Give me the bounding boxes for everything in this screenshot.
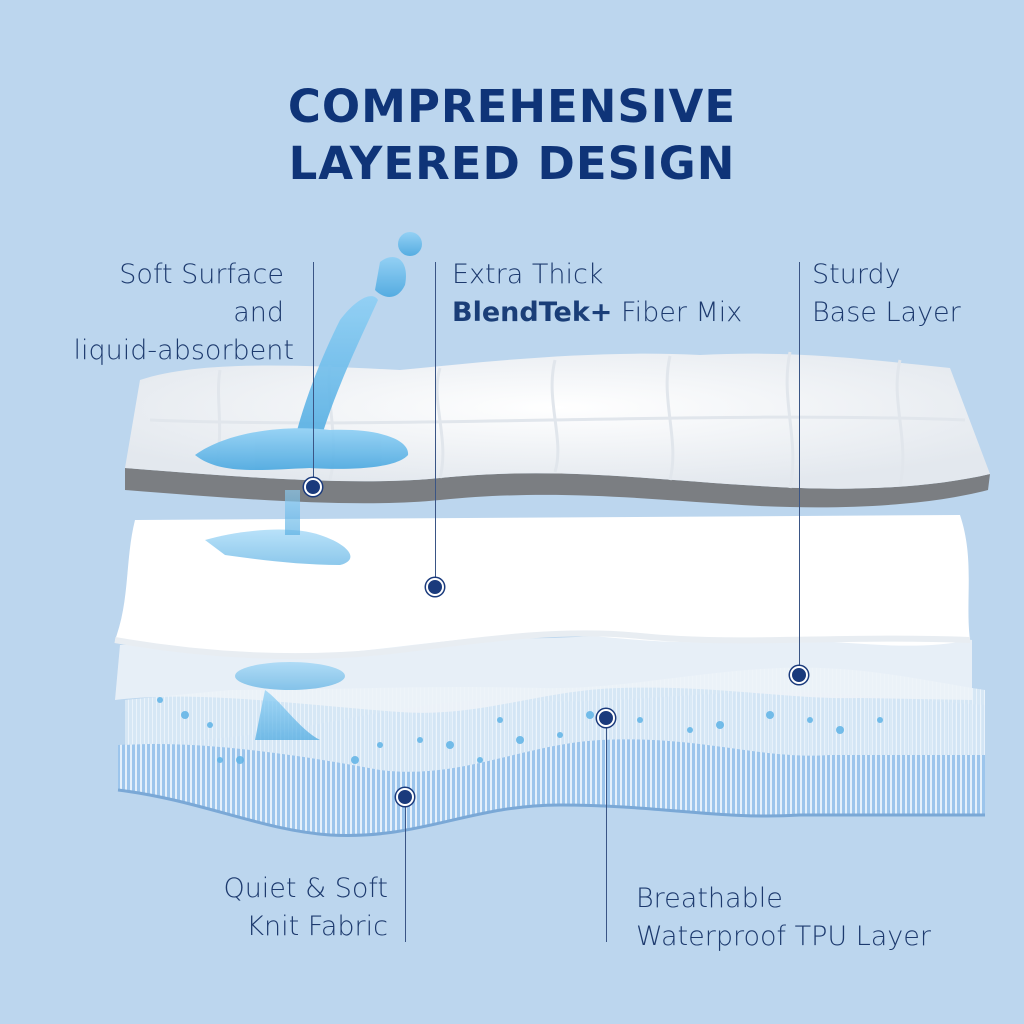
marker-dot-extra-thick [426,578,444,596]
label-breathable: Breathable Waterproof TPU Layer [636,880,931,956]
label-line: liquid-absorbent [73,335,294,366]
water-droplets [157,697,883,764]
label-line: Quiet & Soft [223,873,388,904]
water-splash [195,232,422,740]
leader-line-extra-thick [435,262,437,588]
leader-line-sturdy-base [799,262,801,676]
label-sturdy-base: Sturdy Base Layer [812,256,961,332]
label-line: Breathable [636,883,783,914]
marker-dot-soft-surface [304,478,322,496]
label-soft-surface: Soft Surface and liquid-absorbent [0,256,294,370]
label-line: Base Layer [812,297,961,328]
label-line: Soft Surface [119,259,284,290]
marker-dot-breathable [597,709,615,727]
label-line: Extra Thick [452,259,604,290]
brand-name: BlendTek+ [452,297,613,328]
leader-line-breathable [606,718,608,942]
leader-line-quiet-soft [405,797,407,942]
marker-dot-sturdy-base [790,666,808,684]
page-title: COMPREHENSIVE LAYERED DESIGN [0,78,1024,192]
quilted-top-layer [125,351,990,508]
marker-dot-quiet-soft [396,788,414,806]
label-extra-thick: Extra Thick BlendTek+ Fiber Mix [452,256,742,332]
label-line: BlendTek+ Fiber Mix [452,294,742,332]
label-line: Knit Fabric [246,911,388,942]
label-line: Waterproof TPU Layer [636,921,931,952]
title-line-2: LAYERED DESIGN [288,137,736,190]
label-quiet-soft: Quiet & Soft Knit Fabric [128,870,388,946]
label-line: and [233,297,284,328]
label-line: Sturdy [812,259,901,290]
title-line-1: COMPREHENSIVE [287,80,737,133]
label-text: Fiber Mix [612,297,743,328]
leader-line-soft-surface [313,262,315,488]
